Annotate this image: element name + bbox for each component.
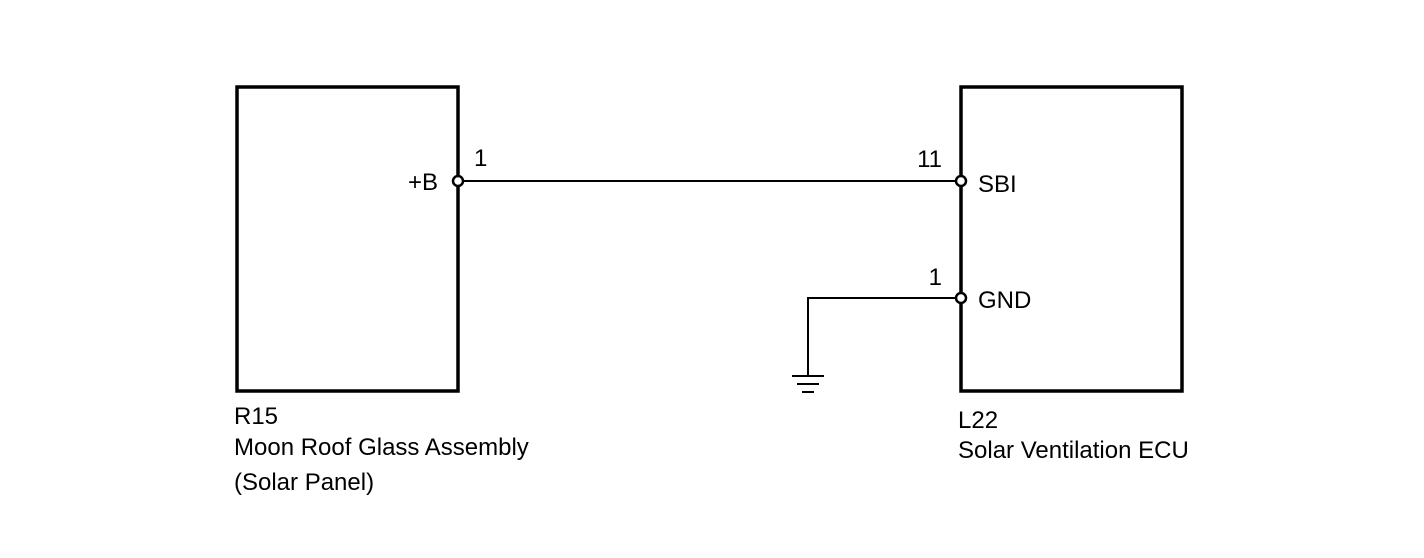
component-name-r15-line-1: Moon Roof Glass Assembly — [234, 434, 529, 461]
pin-number-l22-1: 1 — [929, 264, 942, 291]
pin-number-l22-11: 11 — [917, 146, 942, 173]
terminal-r15-pin-1 — [451, 174, 465, 188]
pin-label-plus-b: +B — [408, 169, 438, 196]
component-name-r15-line-2: (Solar Panel) — [234, 469, 374, 496]
pin-label-gnd: GND — [978, 287, 1031, 314]
terminal-l22-pin-1 — [954, 291, 968, 305]
component-r15-box — [235, 85, 460, 393]
component-code-r15: R15 — [234, 403, 278, 430]
terminal-l22-pin-11 — [954, 174, 968, 188]
component-r15: +B 1 R15 Moon Roof Glass Assembly (Solar… — [234, 85, 529, 496]
ground-icon — [792, 375, 824, 393]
component-code-l22: L22 — [958, 407, 998, 434]
pin-label-sbi: SBI — [978, 171, 1017, 198]
component-name-l22-line-1: Solar Ventilation ECU — [958, 437, 1189, 464]
component-l22: SBI 11 GND 1 L22 Solar Ventilation ECU — [917, 85, 1189, 464]
wire-gnd-to-ground — [807, 297, 961, 375]
component-l22-box — [959, 85, 1184, 393]
pin-number-r15-1: 1 — [474, 145, 487, 172]
